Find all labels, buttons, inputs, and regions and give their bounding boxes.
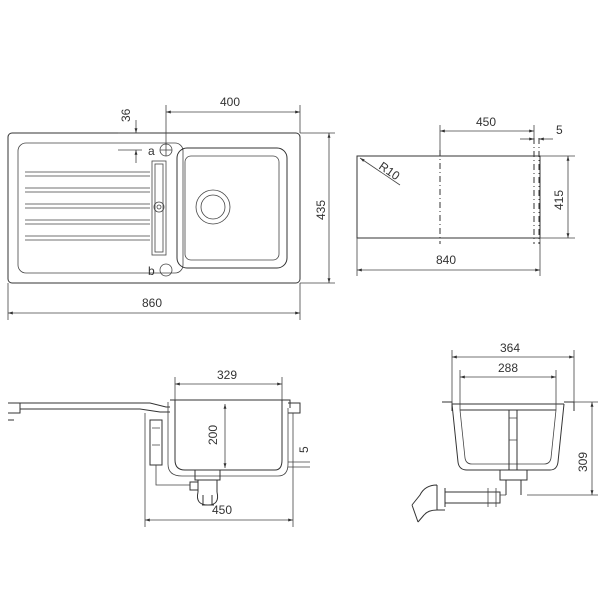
cutout-outline — [356, 155, 541, 239]
dim-length: 840 — [436, 253, 456, 267]
label-b: b — [148, 264, 155, 278]
dim-gap: 5 — [556, 123, 563, 137]
overflow-pipe — [149, 419, 163, 466]
end-drain-trap — [411, 484, 501, 523]
dim-bowl-span: 450 — [476, 115, 496, 129]
overflow-strip — [151, 160, 167, 256]
bowl-profile — [170, 399, 291, 471]
drainboard-inner — [17, 142, 184, 274]
dim-inner: 288 — [498, 361, 518, 375]
label-a: a — [148, 144, 155, 158]
dim-outer: 364 — [500, 341, 520, 355]
end-section: 364 288 309 — [411, 341, 598, 523]
overflow-hole — [153, 201, 165, 213]
drainboard-grooves — [25, 171, 150, 241]
front-section: 329 200 5 450 — [8, 368, 311, 527]
dim-height: 435 — [314, 200, 328, 220]
top-view: a b 400 36 435 860 — [7, 95, 335, 320]
drain-inner — [200, 194, 226, 220]
dim-depth-front: 200 — [206, 425, 220, 445]
end-bowl-profile — [451, 403, 565, 471]
sink-outline — [7, 132, 301, 284]
worktop-right — [288, 402, 301, 414]
worktop-end-left — [442, 401, 453, 411]
drain-trap — [189, 470, 221, 506]
bowl-outer — [176, 147, 288, 269]
worktop-left — [8, 402, 21, 421]
dim-bowl-inner: 329 — [217, 368, 237, 382]
dim-cabinet: 450 — [212, 503, 232, 517]
dim-rim: 5 — [297, 446, 311, 453]
dim-edge-offset: 36 — [119, 108, 133, 122]
dim-depth: 415 — [552, 190, 566, 210]
bowl-inner — [184, 155, 280, 261]
dim-height-end: 309 — [576, 452, 590, 472]
dim-radius: R10 — [376, 159, 402, 183]
worktop-end-right — [564, 401, 575, 411]
side-view: R10 450 5 415 840 — [356, 115, 575, 276]
dim-width: 860 — [142, 296, 162, 310]
drainboard-profile — [20, 402, 170, 413]
dim-bowl-width: 400 — [220, 95, 240, 109]
drain-outer — [195, 189, 231, 225]
tap-hole-b-icon — [159, 263, 173, 277]
